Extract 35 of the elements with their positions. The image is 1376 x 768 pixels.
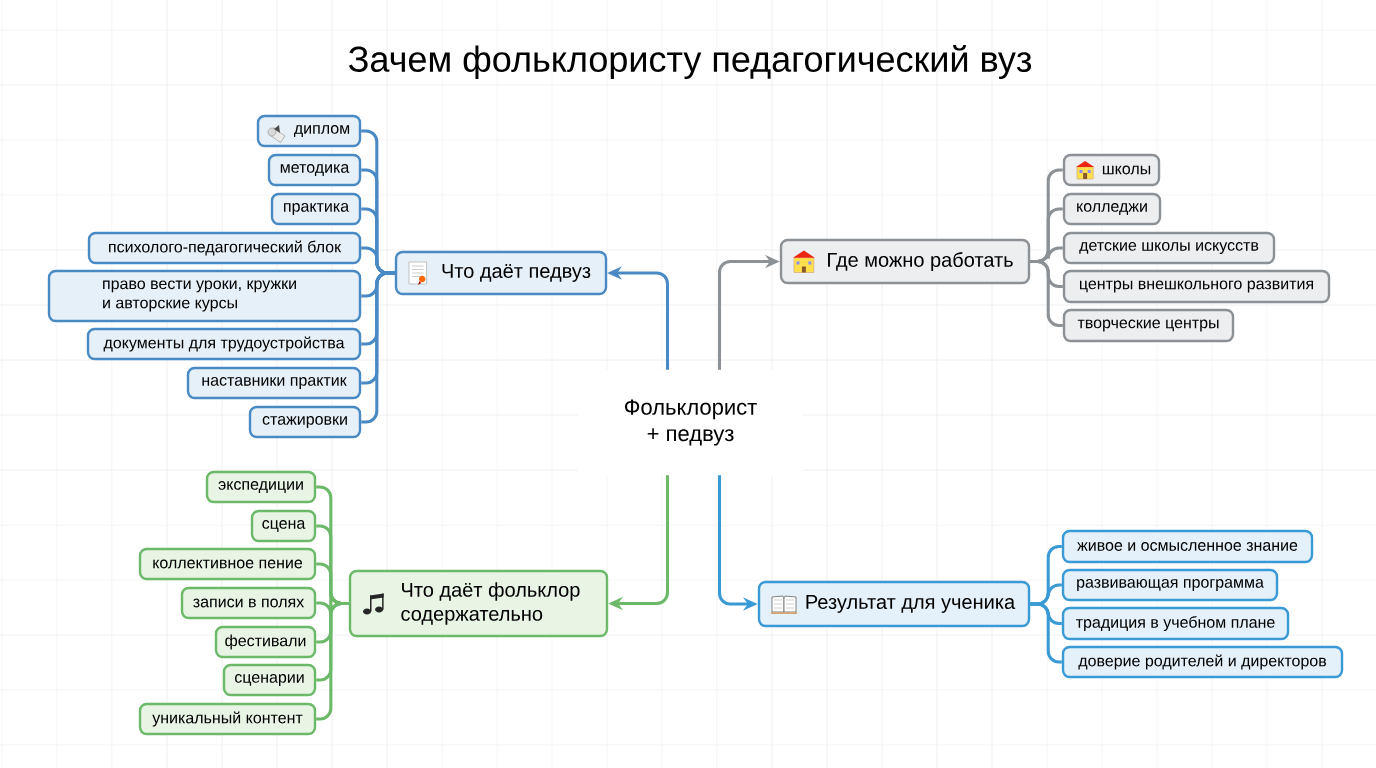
item-box: психолого-педагогический блок	[87, 231, 362, 265]
item-box: колледжи	[1062, 192, 1162, 226]
item-box: сцена	[250, 509, 317, 543]
item-box: методика	[267, 153, 362, 187]
item-box: экспедиции	[205, 470, 317, 504]
connector-line	[316, 601, 349, 721]
item-box: развивающая программа	[1061, 568, 1279, 602]
topic-box: Результат для ученика	[757, 580, 1031, 628]
item-box: сценарии	[222, 663, 317, 697]
item-box: стажировки	[248, 405, 362, 439]
connector-line	[1030, 259, 1063, 328]
item-box: диплом	[256, 114, 362, 148]
central-topic-box: Фольклорист + педвуз	[578, 370, 803, 475]
item-box: фестивали	[214, 625, 317, 659]
connector-line	[1030, 602, 1062, 664]
topic-box: Что даёт фольклор содержательно	[348, 569, 609, 638]
item-box: практика	[270, 192, 362, 226]
item-box: школы	[1062, 153, 1161, 187]
item-box: традиция в учебном плане	[1061, 606, 1290, 641]
item-box: уникальный контент	[138, 702, 317, 736]
title: Зачем фольклористу педагогический вуз	[348, 44, 1032, 80]
item-box: записи в полях	[180, 586, 317, 620]
item-box: наставники практик	[186, 366, 362, 400]
topic-box: Где можно работать	[779, 238, 1031, 285]
node-label: Фольклорист + педвуз	[625, 399, 757, 446]
topic-box: право вести уроки, кружки и авторские курсы	[47, 269, 362, 323]
item-box: коллективное пение	[138, 547, 317, 581]
item-box: творческие центры	[1062, 308, 1235, 343]
topic-box: Что даёт педвуз	[394, 250, 608, 296]
item-box: живое и осмысленное знание	[1061, 529, 1314, 564]
connector-line	[361, 271, 395, 424]
item-box: центры внешкольного развития	[1062, 269, 1331, 304]
item-box: доверие родителей и директоров	[1061, 645, 1344, 679]
item-box: документы для трудоустройства	[86, 327, 362, 361]
item-box: детские школы искусств	[1062, 231, 1276, 265]
